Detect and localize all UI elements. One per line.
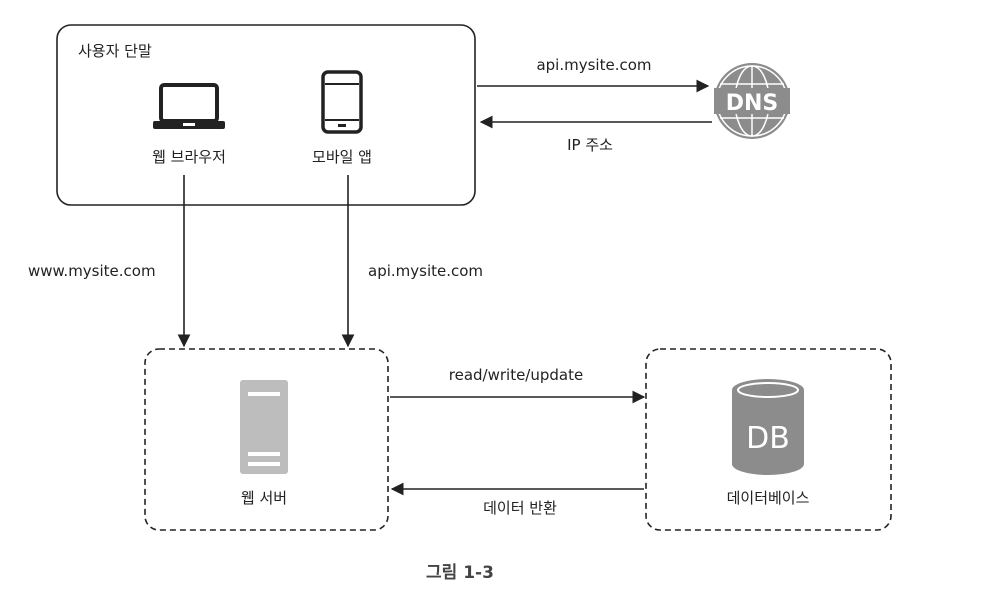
mobile-request-label: api.mysite.com [368,262,483,280]
database-label: 데이터베이스 [727,489,810,507]
dns-response-label: IP 주소 [567,136,613,154]
web-server-label: 웹 서버 [241,489,287,507]
web-server-box [144,348,389,531]
database-cylinder-icon: DB [732,379,804,475]
mobile-app-label: 모바일 앱 [312,148,372,166]
db-response-label: 데이터 반환 [483,499,557,517]
database-box [645,348,892,531]
client-group-box [56,24,476,206]
mobile-phone-icon [321,70,363,134]
db-request-label: read/write/update [449,366,583,384]
browser-request-label: www.mysite.com [28,262,156,280]
client-group-label: 사용자 단말 [78,42,152,60]
server-icon [240,380,288,474]
web-browser-label: 웹 브라우저 [152,148,226,166]
figure-caption: 그림 1-3 [426,563,494,583]
dns-request-label: api.mysite.com [536,56,651,74]
dns-icon-text: DNS [726,91,779,116]
db-icon-text: DB [746,421,790,456]
laptop-icon [153,83,225,129]
dns-globe-icon: DNS [714,63,790,139]
